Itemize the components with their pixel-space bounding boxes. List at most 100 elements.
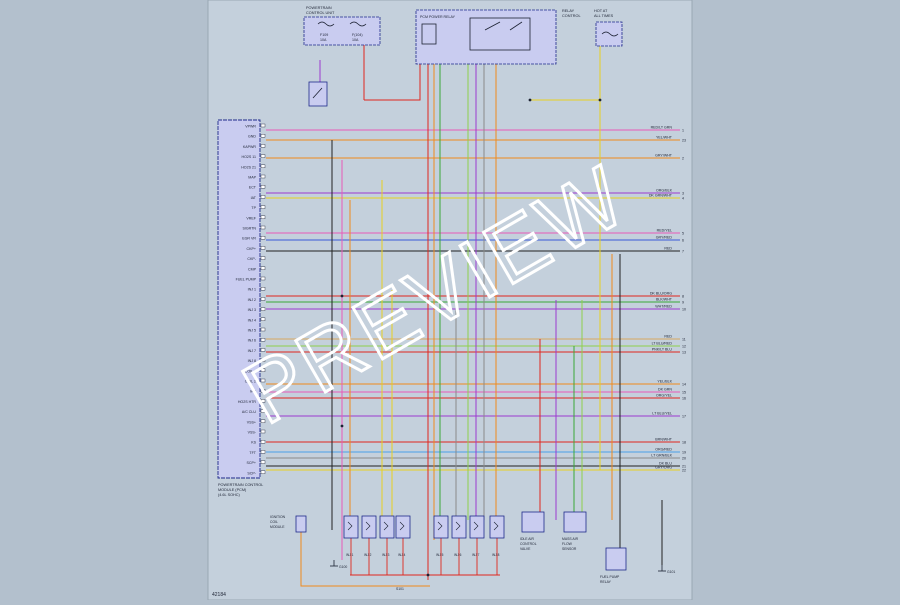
pcm-pin xyxy=(260,327,266,332)
right-wire-number: 2 xyxy=(682,157,684,161)
pcm-pin xyxy=(260,225,266,230)
right-wire-label: GRY/RED xyxy=(656,236,673,240)
component-layer xyxy=(217,9,666,572)
right-wire-number: 21 xyxy=(682,465,686,469)
pcm-pin-label: EGR VR xyxy=(242,237,256,241)
fuse-box-far-title: ALL TIMES xyxy=(594,14,614,18)
fuse-box-far xyxy=(595,21,623,47)
maf-label: MASS AIR xyxy=(562,537,579,541)
fuel-pump-relay xyxy=(605,547,627,571)
pcm-pin-label: IAT xyxy=(251,196,257,200)
pcm-pin-label: HO2S 21 xyxy=(241,165,256,169)
fuse-rating: 10A xyxy=(352,38,359,42)
right-wire-label: LT GRN/BLK xyxy=(651,454,672,458)
right-wire-label: DK GRN/WHT xyxy=(649,194,673,198)
splice-dot xyxy=(598,98,602,102)
pcm-pin-label: CKP- xyxy=(247,257,256,261)
pcm-pin xyxy=(260,256,266,260)
right-wire-label: RED/LT GRN xyxy=(651,126,673,130)
pcm-pin-label: KS xyxy=(251,441,256,445)
injector-label: INJ 4 xyxy=(398,553,406,557)
injector-label: INJ 8 xyxy=(492,553,500,557)
coil-label: IGNITION xyxy=(270,515,286,519)
right-wire-label: ORG/RED xyxy=(655,448,672,452)
relay-contact xyxy=(509,21,523,31)
pcm-caption: MODULE (PCM) xyxy=(218,488,247,492)
splice-dot xyxy=(528,98,532,102)
right-wire-label: YEL/WHT xyxy=(656,136,673,140)
right-wire-label: WHT/RED xyxy=(655,305,672,309)
right-wire-number: 19 xyxy=(682,451,686,455)
maf-label: FLOW xyxy=(562,542,573,546)
fuse-box-far-title: HOT AT xyxy=(594,9,608,13)
fuse-box-left xyxy=(303,16,381,46)
fuse-rating: 10A xyxy=(320,38,327,42)
right-wire-number: 15 xyxy=(682,391,686,395)
switch-contact xyxy=(312,87,323,99)
pcm-pin xyxy=(260,399,266,403)
pcm-pin-label: MAP xyxy=(248,176,256,180)
right-wire-number: 13 xyxy=(682,351,686,355)
splice-dot xyxy=(426,573,430,577)
fuse-box-left-title: CONTROL UNIT xyxy=(306,11,335,15)
right-wire-label: DK BLU/ORG xyxy=(650,292,672,296)
pcm-pin xyxy=(260,297,266,301)
right-wire-number: 6 xyxy=(682,239,684,243)
switch-box xyxy=(308,81,328,107)
ground-label: G100 xyxy=(339,565,347,569)
fuse-symbol xyxy=(317,21,335,27)
pcm-pin xyxy=(260,429,266,434)
right-wire-number: 23 xyxy=(682,139,686,143)
pcm-pin-label: COIL 1 xyxy=(245,369,256,373)
injector-label: INJ 6 xyxy=(454,553,462,557)
relay-box-label: PCM POWER RELAY xyxy=(420,15,456,19)
pcm-pin-label: HO2S HTR xyxy=(238,400,257,404)
splice-label: S101 xyxy=(396,587,404,591)
feed-wire xyxy=(364,64,421,101)
right-wire-label: RED xyxy=(664,335,672,339)
injector-label: INJ 7 xyxy=(472,553,480,557)
right-wire-number: 20 xyxy=(682,457,686,461)
pcm-pin xyxy=(260,307,266,311)
right-wire-label: YEL/BLK xyxy=(657,380,672,384)
pcm-pin xyxy=(260,123,266,128)
pcm-pin-label: VSS- xyxy=(248,431,257,435)
pcm-pin-label: VREF xyxy=(246,216,256,220)
injector-label: INJ 5 xyxy=(436,553,444,557)
right-wire-label: BRN/WHT xyxy=(655,438,673,442)
injector-label: INJ 2 xyxy=(364,553,372,557)
injector-coil xyxy=(399,521,405,531)
pcm-pin xyxy=(260,358,266,362)
pcm-pin xyxy=(260,266,266,270)
pcm-pin xyxy=(260,246,266,250)
pcm-pin-label: ECT xyxy=(249,186,257,190)
right-wire-number: 17 xyxy=(682,415,686,419)
relay-switch xyxy=(469,17,531,51)
right-wire-number: 9 xyxy=(682,301,684,305)
pcm-pin xyxy=(260,184,266,189)
pcm-pin-label: SCP+ xyxy=(247,461,257,465)
pcm-pin xyxy=(260,144,266,148)
right-wire-label: RED xyxy=(664,247,672,251)
pcm-pin xyxy=(260,235,266,240)
pcm-pin-label: VPWR xyxy=(245,125,256,129)
right-wire-label: GRY/WHT xyxy=(655,154,673,158)
right-wire-number: 1 xyxy=(682,129,684,133)
pcm-pin xyxy=(260,276,266,281)
pcm-pin-label: COIL 2 xyxy=(245,380,256,384)
splice-dot xyxy=(340,294,344,298)
pcm-pin xyxy=(260,368,266,372)
ground-label: G101 xyxy=(667,570,675,574)
right-wire-label: LT BLU/RED xyxy=(652,342,673,346)
pcm-pin-label: CKP+ xyxy=(247,247,257,251)
right-wire-number: 8 xyxy=(682,295,684,299)
pcm-pin-label: TFT xyxy=(249,451,256,455)
pcm-pin-label: INJ 5 xyxy=(248,329,256,333)
pcm-pin xyxy=(260,450,266,454)
injector-label: INJ 1 xyxy=(346,553,354,557)
right-wire-number: 4 xyxy=(682,197,684,201)
footer-code: 42184 xyxy=(212,592,226,598)
coil-wire xyxy=(300,532,430,587)
injector-coil xyxy=(455,521,461,531)
pcm-pin xyxy=(260,460,266,464)
